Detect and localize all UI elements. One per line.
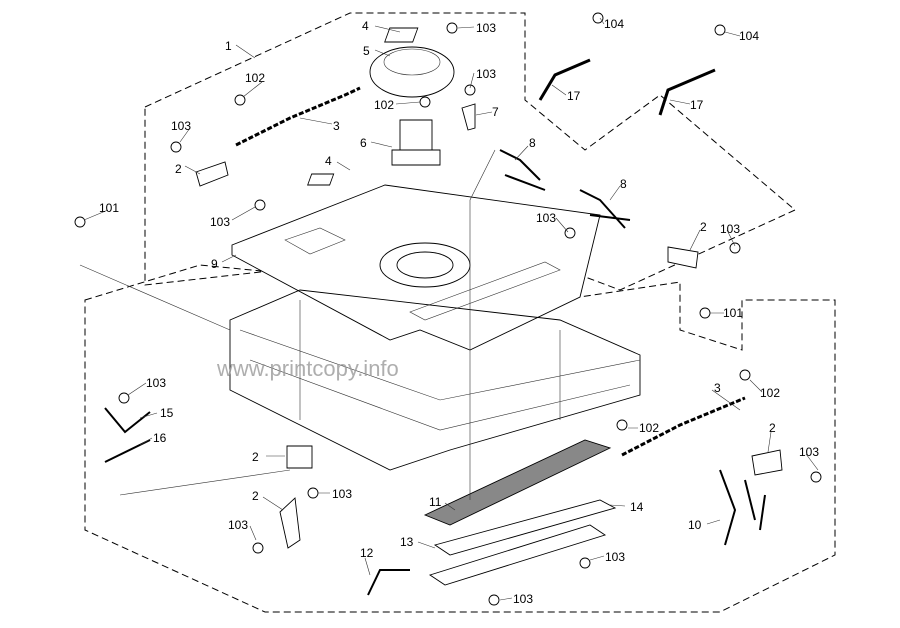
chain-part-3-upper (235, 86, 361, 147)
bracket-part-2-e (279, 497, 301, 549)
callout-label: 15 (160, 406, 174, 420)
bracket-part-2-a (195, 161, 229, 187)
bracket-part-2-b (667, 246, 699, 269)
callout-label: 103 (605, 550, 625, 564)
leader-lines (79, 17, 819, 601)
bracket-part-2-d (286, 445, 313, 469)
callout-label: 13 (400, 535, 414, 549)
harness-part-15 (104, 407, 151, 434)
callout-label: 17 (690, 98, 704, 112)
callout-label: 102 (374, 98, 394, 112)
callout-label: 103 (171, 119, 191, 133)
callout-label: 104 (604, 17, 624, 31)
callout-label: 4 (325, 154, 332, 168)
callout-label: 9 (211, 257, 218, 271)
cover-top (383, 48, 441, 76)
callout-label: 2 (769, 421, 776, 435)
watermark: www.printcopy.info (216, 356, 399, 381)
pin-part-7 (461, 103, 476, 131)
callout-label: 103 (536, 211, 556, 225)
callout-label: 11 (429, 495, 442, 509)
rail-part-13 (428, 524, 607, 586)
callout-label: 103 (720, 222, 740, 236)
callout-label: 2 (252, 489, 259, 503)
harness-part-8-b (579, 189, 631, 229)
callout-label: 102 (245, 71, 265, 85)
callout-label: 8 (529, 136, 536, 150)
plate-inner-ring (396, 251, 454, 279)
harness-part-8-a (499, 149, 546, 191)
rail-part-14 (433, 499, 617, 556)
callout-label: 101 (99, 201, 119, 215)
rail-part-11 (423, 439, 612, 526)
screws (74, 12, 822, 606)
group-boundary-upper (144, 12, 796, 291)
callout-label: 104 (739, 29, 759, 43)
callout-label: 5 (363, 44, 370, 58)
callout-label: 7 (492, 105, 499, 119)
frame-base (229, 289, 641, 471)
callout-label: 2 (252, 450, 259, 464)
plate-slots (284, 227, 561, 321)
callout-label: 3 (714, 381, 721, 395)
callout-label: 16 (153, 431, 167, 445)
callout-label: 14 (630, 500, 644, 514)
label-part-4-top (384, 27, 419, 43)
callout-label: 101 (723, 306, 743, 320)
label-part-4-mid (307, 173, 335, 186)
callout-label: 103 (228, 518, 248, 532)
callout-label: 103 (332, 487, 352, 501)
callout-label: 103 (210, 215, 230, 229)
callout-label: 3 (333, 119, 340, 133)
callout-label: 103 (799, 445, 819, 459)
bracket-part-2-c (751, 449, 783, 476)
callout-label: 10 (688, 518, 702, 532)
motor-part-6 (391, 119, 441, 166)
callout-label: 4 (362, 19, 369, 33)
callout-label: 103 (513, 592, 533, 606)
chain-part-3-lower (621, 396, 746, 457)
callout-label: 102 (760, 386, 780, 400)
harness-part-10 (719, 469, 766, 546)
callout-label: 2 (700, 220, 707, 234)
belt-part-12 (367, 569, 410, 596)
callout-label: 102 (639, 421, 659, 435)
callout-label: 2 (175, 162, 182, 176)
callout-label: 8 (620, 177, 627, 191)
harness-part-17-a (538, 58, 591, 101)
frame-ribs (239, 300, 641, 431)
callout-label: 1 (225, 39, 232, 53)
group-boundary-lower (84, 264, 836, 613)
harness-part-17-b (658, 68, 716, 116)
callout-label: 103 (476, 67, 496, 81)
callout-label: 103 (146, 376, 166, 390)
callout-labels: 1 4 103 5 103 102 102 3 7 103 6 4 2 103 … (99, 17, 819, 606)
callout-label: 103 (476, 21, 496, 35)
cover-part-5 (369, 46, 455, 98)
callout-label: 6 (360, 136, 367, 150)
callout-label: 12 (360, 546, 374, 560)
callout-label: 17 (567, 89, 581, 103)
